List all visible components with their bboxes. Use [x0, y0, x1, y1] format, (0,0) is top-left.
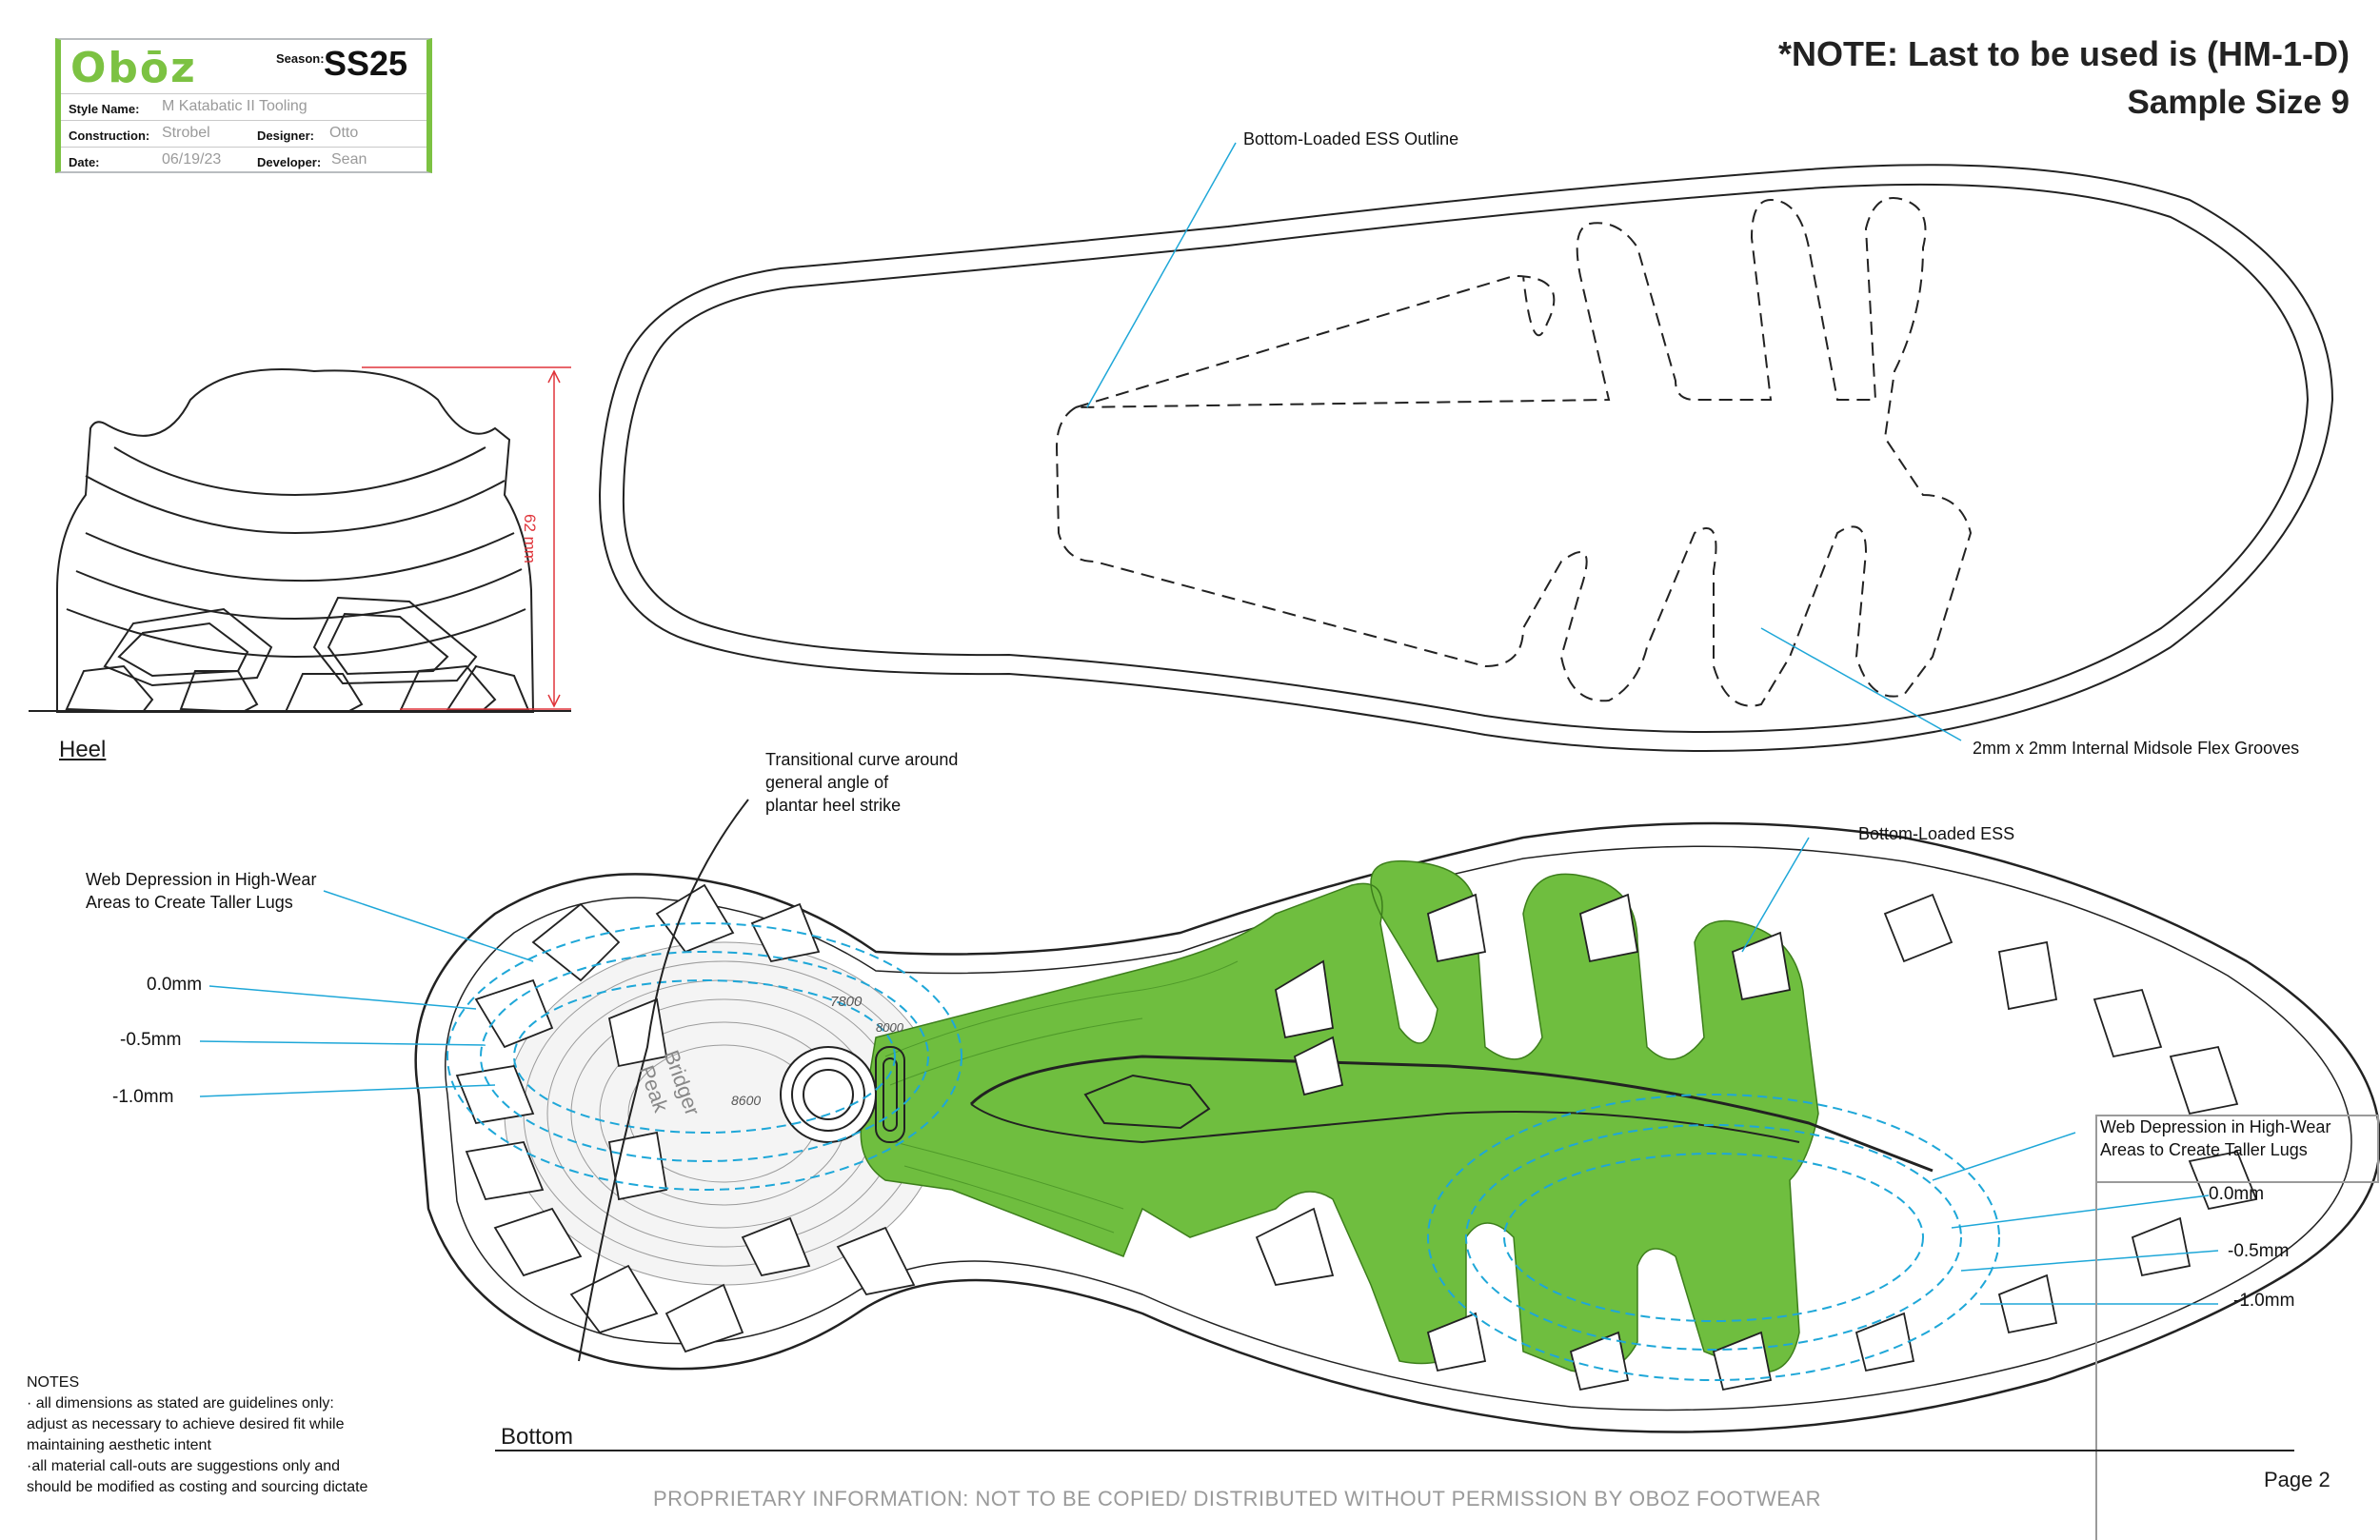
heel-view-label: Heel — [59, 737, 107, 762]
bottom-view-drawing — [199, 799, 2380, 1433]
depth-right-1: -0.5mm — [2228, 1241, 2290, 1261]
depth-left-0: 0.0mm — [147, 975, 203, 995]
callout-transitional: Transitional curve around general angle … — [765, 750, 959, 815]
transitional-curve-leader — [578, 799, 749, 1362]
construction-value: Strobel — [162, 125, 210, 141]
heel-pivot — [780, 1046, 905, 1143]
ess-contour-lines — [884, 960, 1239, 1234]
contour-label-8000: 8000 — [876, 1020, 903, 1035]
style-name-label: Style Name: — [69, 102, 140, 116]
callout-ess-outline: Bottom-Loaded ESS Outline — [1243, 129, 1459, 148]
web-depression-rings — [446, 922, 2000, 1381]
style-name-value: M Katabatic II Tooling — [162, 98, 307, 114]
depth-left-1: -0.5mm — [120, 1030, 182, 1050]
title-block: Obōz Season: SS25 Style Name: M Katabati… — [55, 38, 432, 173]
designer-value: Otto — [329, 125, 359, 141]
depth-right-0: 0.0mm — [2209, 1184, 2265, 1204]
season-value: SS25 — [324, 44, 408, 83]
ess-green-plate — [860, 859, 1819, 1373]
season-label: Season: — [276, 51, 325, 66]
style-name-row: Style Name: M Katabatic II Tooling — [61, 93, 426, 121]
heel-dimension-text: 62 mm — [521, 514, 539, 563]
depth-right-2: -1.0mm — [2233, 1291, 2295, 1311]
oboz-logo: Obōz — [70, 44, 197, 92]
note-line: maintaining aesthetic intent — [27, 1437, 211, 1453]
bottom-view-label: Bottom — [501, 1424, 574, 1450]
callout-leaders-top — [1086, 142, 1962, 741]
date-value: 06/19/23 — [162, 151, 222, 168]
proprietary-notice: PROPRIETARY INFORMATION: NOT TO BE COPIE… — [653, 1487, 1822, 1510]
notes-block: NOTES · all dimensions as stated are gui… — [27, 1372, 446, 1498]
note-line: ·all material call-outs are suggestions … — [27, 1458, 341, 1474]
sample-size: Sample Size 9 — [2127, 84, 2350, 121]
date-label: Date: — [69, 155, 100, 169]
developer-label: Developer: — [257, 155, 322, 169]
note-line: should be modified as costing and sourci… — [27, 1479, 368, 1495]
developer-value: Sean — [331, 151, 367, 168]
notes-heading: NOTES — [27, 1374, 80, 1391]
construction-row: Construction: Strobel Designer: Otto — [61, 120, 426, 148]
date-row: Date: 06/19/23 Developer: Sean — [61, 147, 426, 174]
last-note: *NOTE: Last to be used is (HM-1-D) — [1777, 34, 2350, 73]
note-line: adjust as necessary to achieve desired f… — [27, 1416, 345, 1432]
contour-label-8600: 8600 — [731, 1093, 762, 1108]
construction-label: Construction: — [69, 128, 150, 143]
heel-dimension-line — [362, 366, 571, 710]
outsole-lugs — [455, 883, 2258, 1392]
note-line: · all dimensions as stated are guideline… — [27, 1395, 334, 1412]
depth-left-2: -1.0mm — [112, 1087, 174, 1107]
callout-flex-grooves: 2mm x 2mm Internal Midsole Flex Grooves — [1973, 739, 2300, 758]
right-callout-box — [2095, 1115, 2379, 1540]
heel-view-drawing — [56, 368, 535, 714]
designer-label: Designer: — [257, 128, 314, 143]
outsole-outline — [414, 821, 2380, 1433]
callout-leaders-bottom — [199, 837, 2219, 1305]
callout-bottom-loaded-ess: Bottom-Loaded ESS — [1858, 824, 2015, 843]
callout-web-depression-right: Web Depression in High-Wear Areas to Cre… — [2100, 1117, 2331, 1159]
contour-label-7800: 7800 — [830, 994, 863, 1010]
page-number: Page 2 — [2264, 1468, 2330, 1491]
top-view-drawing — [598, 164, 2334, 753]
ess-outline-dashed — [1055, 197, 1973, 707]
callout-web-depression-left: Web Depression in High-Wear Areas to Cre… — [86, 870, 317, 912]
